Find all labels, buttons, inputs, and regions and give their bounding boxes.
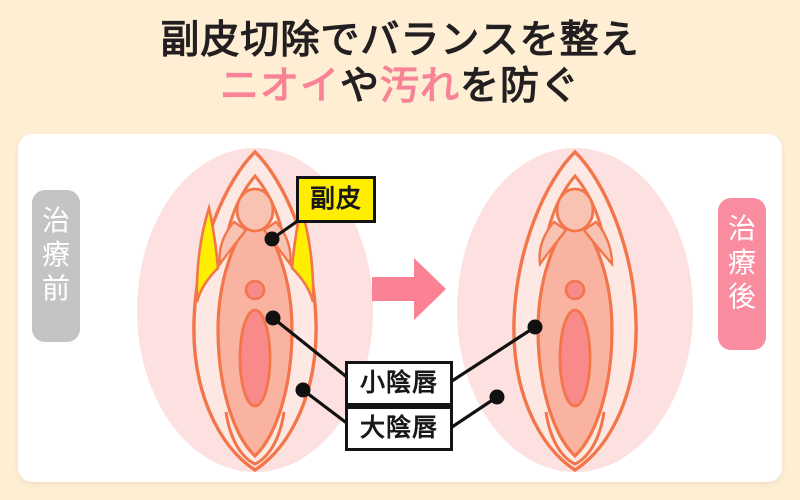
badge-before-char-1: 治: [41, 204, 70, 237]
title-line-2: ニオイや汚れを防ぐ: [0, 64, 800, 110]
perineum-before: [224, 411, 286, 466]
perineum-after: [544, 411, 606, 466]
label-labia-majora: 大陰唇: [345, 406, 454, 451]
title-suffix: を防ぐ: [460, 64, 581, 110]
badge-after-char-1: 治: [727, 212, 756, 245]
title-keyword-dirt: 汚れ: [380, 64, 461, 110]
badge-before-char-3: 前: [41, 272, 70, 306]
figure-after-treatment: [450, 140, 700, 480]
label-labia-minora: 小陰唇: [345, 361, 454, 406]
badge-before-char-2: 療: [41, 238, 70, 272]
vaginal-opening-after: [558, 308, 592, 408]
title-connector: や: [339, 64, 380, 110]
urethral-opening-before: [244, 279, 266, 301]
clitoris-after: [555, 187, 595, 233]
urethral-opening-after: [564, 279, 586, 301]
badge-before-treatment: 治 療 前: [32, 190, 80, 342]
title-line-1: 副皮切除でバランスを整え: [160, 18, 640, 63]
badge-after-treatment: 治 療 後: [718, 198, 766, 350]
transition-arrow-icon: [372, 258, 446, 320]
vaginal-opening-before: [238, 308, 272, 408]
label-fukuhi: 副皮: [296, 176, 377, 223]
page-title: 副皮切除でバランスを整え ニオイや汚れを防ぐ: [0, 18, 800, 110]
fold-left-before: [218, 220, 248, 268]
badge-after-char-3: 後: [727, 280, 756, 314]
badge-after-char-2: 療: [727, 246, 756, 280]
clitoris-before: [235, 187, 275, 233]
fold-right-after: [582, 220, 614, 268]
accessory-skin-left: [195, 203, 220, 303]
title-keyword-odor: ニオイ: [219, 64, 340, 110]
fold-left-after: [538, 220, 568, 268]
